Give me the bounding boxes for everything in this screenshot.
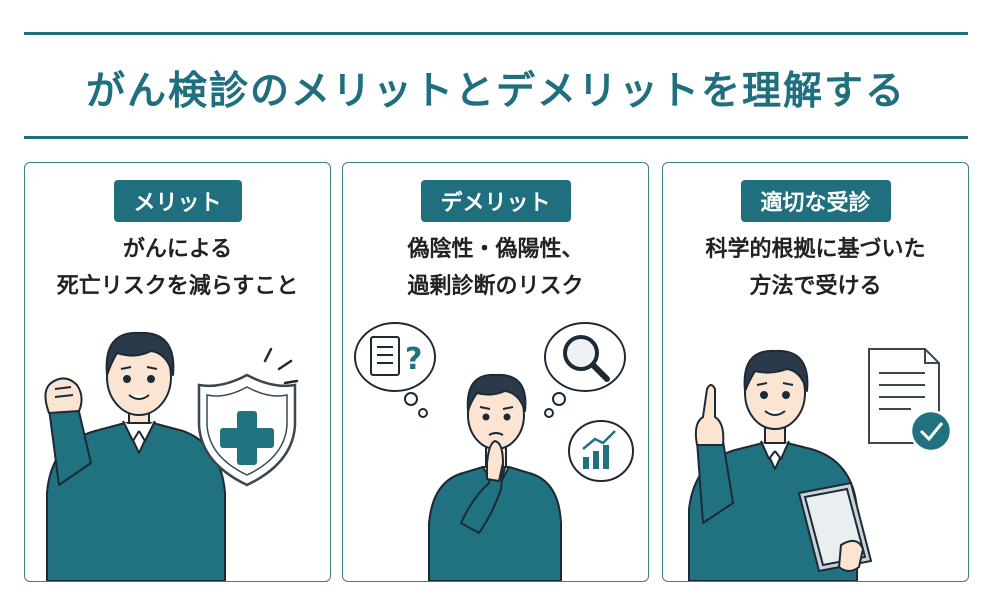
- card-demerit: デメリット 偽陰性・偽陽性、 過剰診断のリスク ?: [342, 162, 649, 582]
- appropriate-line-2: 方法で受ける: [749, 274, 882, 299]
- bottom-divider: [24, 136, 968, 139]
- demerit-description: 偽陰性・偽陽性、 過剰診断のリスク: [343, 231, 648, 305]
- demerit-line-1: 偽陰性・偽陽性、: [407, 237, 584, 262]
- appropriate-illustration: [688, 348, 953, 581]
- merit-description: がんによる 死亡リスクを減らすこと: [25, 231, 330, 305]
- person-fist-icon: [44, 331, 226, 581]
- appropriate-badge: 適切な受診: [740, 180, 891, 222]
- appropriate-line-1: 科学的根拠に基づいた: [705, 237, 926, 262]
- page-title: がん検診のメリットとデメリットを理解する: [85, 69, 906, 114]
- magnifier-icon: [544, 322, 626, 418]
- demerit-line-2: 過剰診断のリスク: [407, 274, 584, 299]
- checklist-question-icon: ?: [354, 322, 436, 418]
- document-check-icon: [868, 348, 953, 453]
- svg-text:?: ?: [405, 342, 422, 377]
- merit-badge: メリット: [113, 180, 242, 222]
- card-merit: メリット がんによる 死亡リスクを減らすこと: [24, 162, 331, 582]
- merit-line-2: 死亡リスクを減らすこと: [56, 274, 299, 299]
- merit-illustration: [44, 331, 299, 581]
- appropriate-description: 科学的根拠に基づいた 方法で受ける: [663, 231, 968, 305]
- tablet-icon: [797, 481, 873, 573]
- demerit-badge: デメリット: [420, 180, 571, 222]
- demerit-illustration: ?: [354, 322, 634, 581]
- rising-chart-icon: [568, 420, 634, 482]
- person-thinking-icon: [428, 373, 562, 581]
- card-appropriate-screening: 適切な受診 科学的根拠に基づいた 方法で受ける: [662, 162, 969, 582]
- shield-cross-icon: [197, 347, 299, 487]
- top-divider: [24, 32, 968, 35]
- merit-line-1: がんによる: [122, 237, 233, 262]
